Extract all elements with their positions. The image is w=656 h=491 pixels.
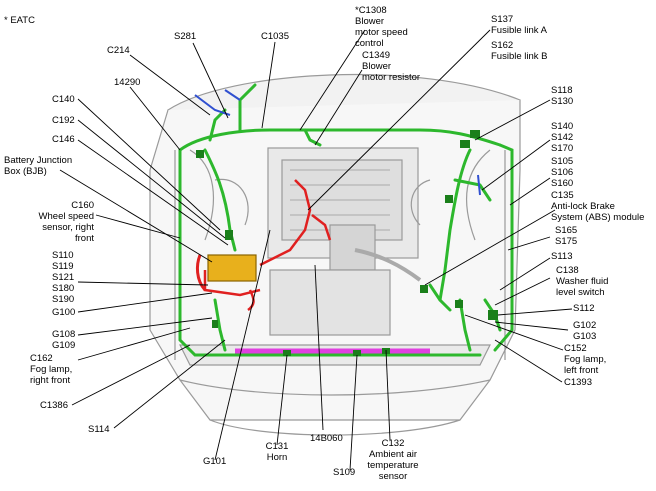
label-s112: S112 [573,303,595,314]
label-14290: 14290 [114,77,141,88]
label-14b060: 14B060 [310,433,343,444]
label-c138: C138 Washer fluid level switch [556,265,609,298]
label-s140: S140 S142 S170 [551,121,574,154]
label-s110-group: S110 S119 S121 S180 S190 [52,250,75,305]
label-c1349: C1349 Blower motor resistor [362,50,421,83]
label-s162: S162 Fusible link B [491,40,548,62]
label-g101: G101 [203,456,227,467]
eatc-footnote: * EATC [4,15,35,26]
label-c146: C146 [52,134,75,145]
label-c152: C152 Fog lamp, left front [564,343,607,376]
label-g100: G100 [52,307,76,318]
battery-junction-box [207,254,257,282]
label-c1393: C1393 [564,377,592,388]
label-s105: S105 S106 S160 [551,156,574,189]
label-s137: S137 Fusible link A [491,14,547,36]
label-g108: G108 G109 [52,329,76,351]
label-s113: S113 [551,251,573,262]
label-c140: C140 [52,94,75,105]
label-s118: S118 S130 [551,85,574,107]
label-c214: C214 [107,45,130,56]
label-c132: C132 Ambient air temperature sensor [367,438,419,482]
leader-lines [59,29,573,471]
red-wires [203,179,332,312]
label-c131: C131 Horn [265,441,289,463]
label-s114: S114 [88,424,110,435]
label-c1308: *C1308 Blower motor speed control [355,5,408,49]
label-s165: S165 S175 [555,225,578,247]
label-c1386: C1386 [40,400,68,411]
label-c192: C192 [52,115,75,126]
label-s281: S281 [174,31,197,42]
label-c135: C135 Anti-lock Brake System (ABS) module [551,190,645,223]
label-c160: C160 Wheel speed sensor, right front [38,200,94,244]
vehicle-body [149,73,521,436]
label-g102: G102 G103 [573,320,597,342]
label-c1035: C1035 [261,31,289,42]
blue-wires [194,89,481,196]
label-bjb: Battery Junction Box (BJB) [4,155,73,177]
label-s109: S109 [333,467,356,478]
label-c162: C162 Fog lamp, right front [30,353,73,386]
